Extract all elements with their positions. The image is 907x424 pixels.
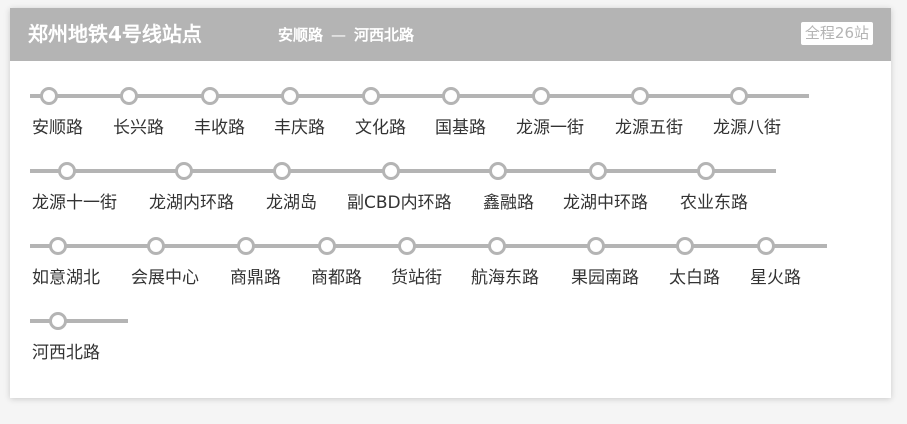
station-dot-icon	[49, 237, 67, 255]
station-dot-icon	[398, 237, 416, 255]
station-name: 安顺路	[32, 118, 83, 138]
route-end: 河西北路	[354, 26, 415, 44]
station-dot-icon	[676, 237, 694, 255]
station-name: 龙湖中环路	[563, 193, 648, 213]
station-name: 商都路	[311, 268, 362, 288]
station-name: 如意湖北	[32, 268, 100, 288]
station-dot-icon	[730, 87, 748, 105]
line-track	[30, 94, 809, 98]
station-name: 长兴路	[113, 118, 164, 138]
station-dot-icon	[40, 87, 58, 105]
station-name: 星火路	[750, 268, 801, 288]
station-name: 副CBD内环路	[347, 193, 452, 213]
station-row: 如意湖北 会展中心 商鼎路 商都路 货站街 航海东路 果园南路 太白路 星火路	[30, 215, 827, 288]
station-dot-icon	[273, 162, 291, 180]
line-track	[30, 244, 827, 248]
route-separator: —	[331, 26, 347, 44]
line-track	[30, 319, 128, 323]
station-dot-icon	[120, 87, 138, 105]
station-row: 龙源十一街 龙湖内环路 龙湖岛 副CBD内环路 鑫融路 龙湖中环路 农业东路	[30, 140, 776, 213]
station-name: 龙源八街	[713, 118, 781, 138]
station-name: 货站街	[391, 268, 442, 288]
station-name: 龙湖岛	[266, 193, 317, 213]
line-title: 郑州地铁4号线站点	[28, 22, 202, 46]
station-dot-icon	[489, 162, 507, 180]
station-name: 商鼎路	[230, 268, 281, 288]
station-dot-icon	[757, 237, 775, 255]
station-name: 鑫融路	[483, 193, 534, 213]
station-name: 河西北路	[32, 343, 100, 363]
station-row: 安顺路 长兴路 丰收路 丰庆路 文化路 国基路 龙源一街 龙源五街 龙源八街	[30, 65, 809, 138]
station-dot-icon	[382, 162, 400, 180]
station-dot-icon	[49, 312, 67, 330]
station-name: 文化路	[355, 118, 406, 138]
station-name: 龙湖内环路	[149, 193, 234, 213]
line-track	[30, 169, 776, 173]
station-row: 河西北路	[30, 290, 128, 363]
station-dot-icon	[201, 87, 219, 105]
station-dot-icon	[587, 237, 605, 255]
station-dot-icon	[631, 87, 649, 105]
station-dot-icon	[589, 162, 607, 180]
station-dot-icon	[237, 237, 255, 255]
station-dot-icon	[318, 237, 336, 255]
station-name: 龙源十一街	[32, 193, 117, 213]
station-name: 太白路	[669, 268, 720, 288]
station-count-badge: 全程26站	[800, 22, 873, 45]
station-name: 龙源一街	[516, 118, 584, 138]
station-dot-icon	[58, 162, 76, 180]
station-dot-icon	[281, 87, 299, 105]
route-start: 安顺路	[278, 26, 324, 44]
station-name: 丰收路	[194, 118, 245, 138]
station-name: 会展中心	[131, 268, 199, 288]
station-list-card: 郑州地铁4号线站点 安顺路—河西北路 全程26站 安顺路长兴路丰收路丰庆路文化路…	[10, 8, 891, 398]
station-name: 国基路	[435, 118, 486, 138]
station-dot-icon	[175, 162, 193, 180]
route-summary: 安顺路 — 河西北路	[278, 25, 414, 45]
station-dot-icon	[488, 237, 506, 255]
station-dot-icon	[697, 162, 715, 180]
station-name: 航海东路	[471, 268, 539, 288]
line-header: 郑州地铁4号线站点 安顺路 — 河西北路 全程26站	[10, 8, 891, 61]
station-name: 农业东路	[680, 193, 748, 213]
station-dot-icon	[442, 87, 460, 105]
station-name: 龙源五街	[615, 118, 683, 138]
station-name: 丰庆路	[274, 118, 325, 138]
station-name: 果园南路	[571, 268, 639, 288]
station-dot-icon	[532, 87, 550, 105]
station-dot-icon	[147, 237, 165, 255]
station-dot-icon	[362, 87, 380, 105]
